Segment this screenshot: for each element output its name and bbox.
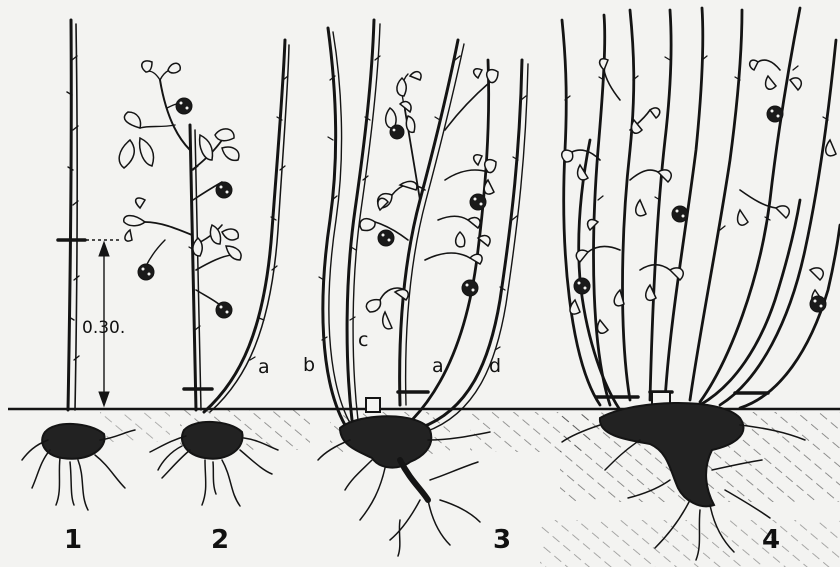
root-crown-3 [340,416,431,467]
cane-b-plant-3 [323,28,345,425]
stage-label-1: 1 [64,525,82,555]
cane-plant-1 [68,20,71,410]
measurement-label: 0.30. [82,318,125,338]
label-plant3-c: c [358,329,368,351]
new-cane-a-plant-2 [204,40,285,412]
root-crown-1 [42,424,104,459]
stage-label-4: 4 [762,525,780,555]
label-plant3-b: b [303,354,315,376]
plant-3 [318,20,528,556]
label-plant3-a: a [432,355,444,377]
label-plant2-a: a [258,356,270,378]
stage-label-2: 2 [211,525,229,555]
root-crown-2 [182,422,243,459]
stage-label-3: 3 [493,525,511,555]
label-plant3-d: d [489,355,501,377]
cane-a-plant-3 [412,60,489,420]
